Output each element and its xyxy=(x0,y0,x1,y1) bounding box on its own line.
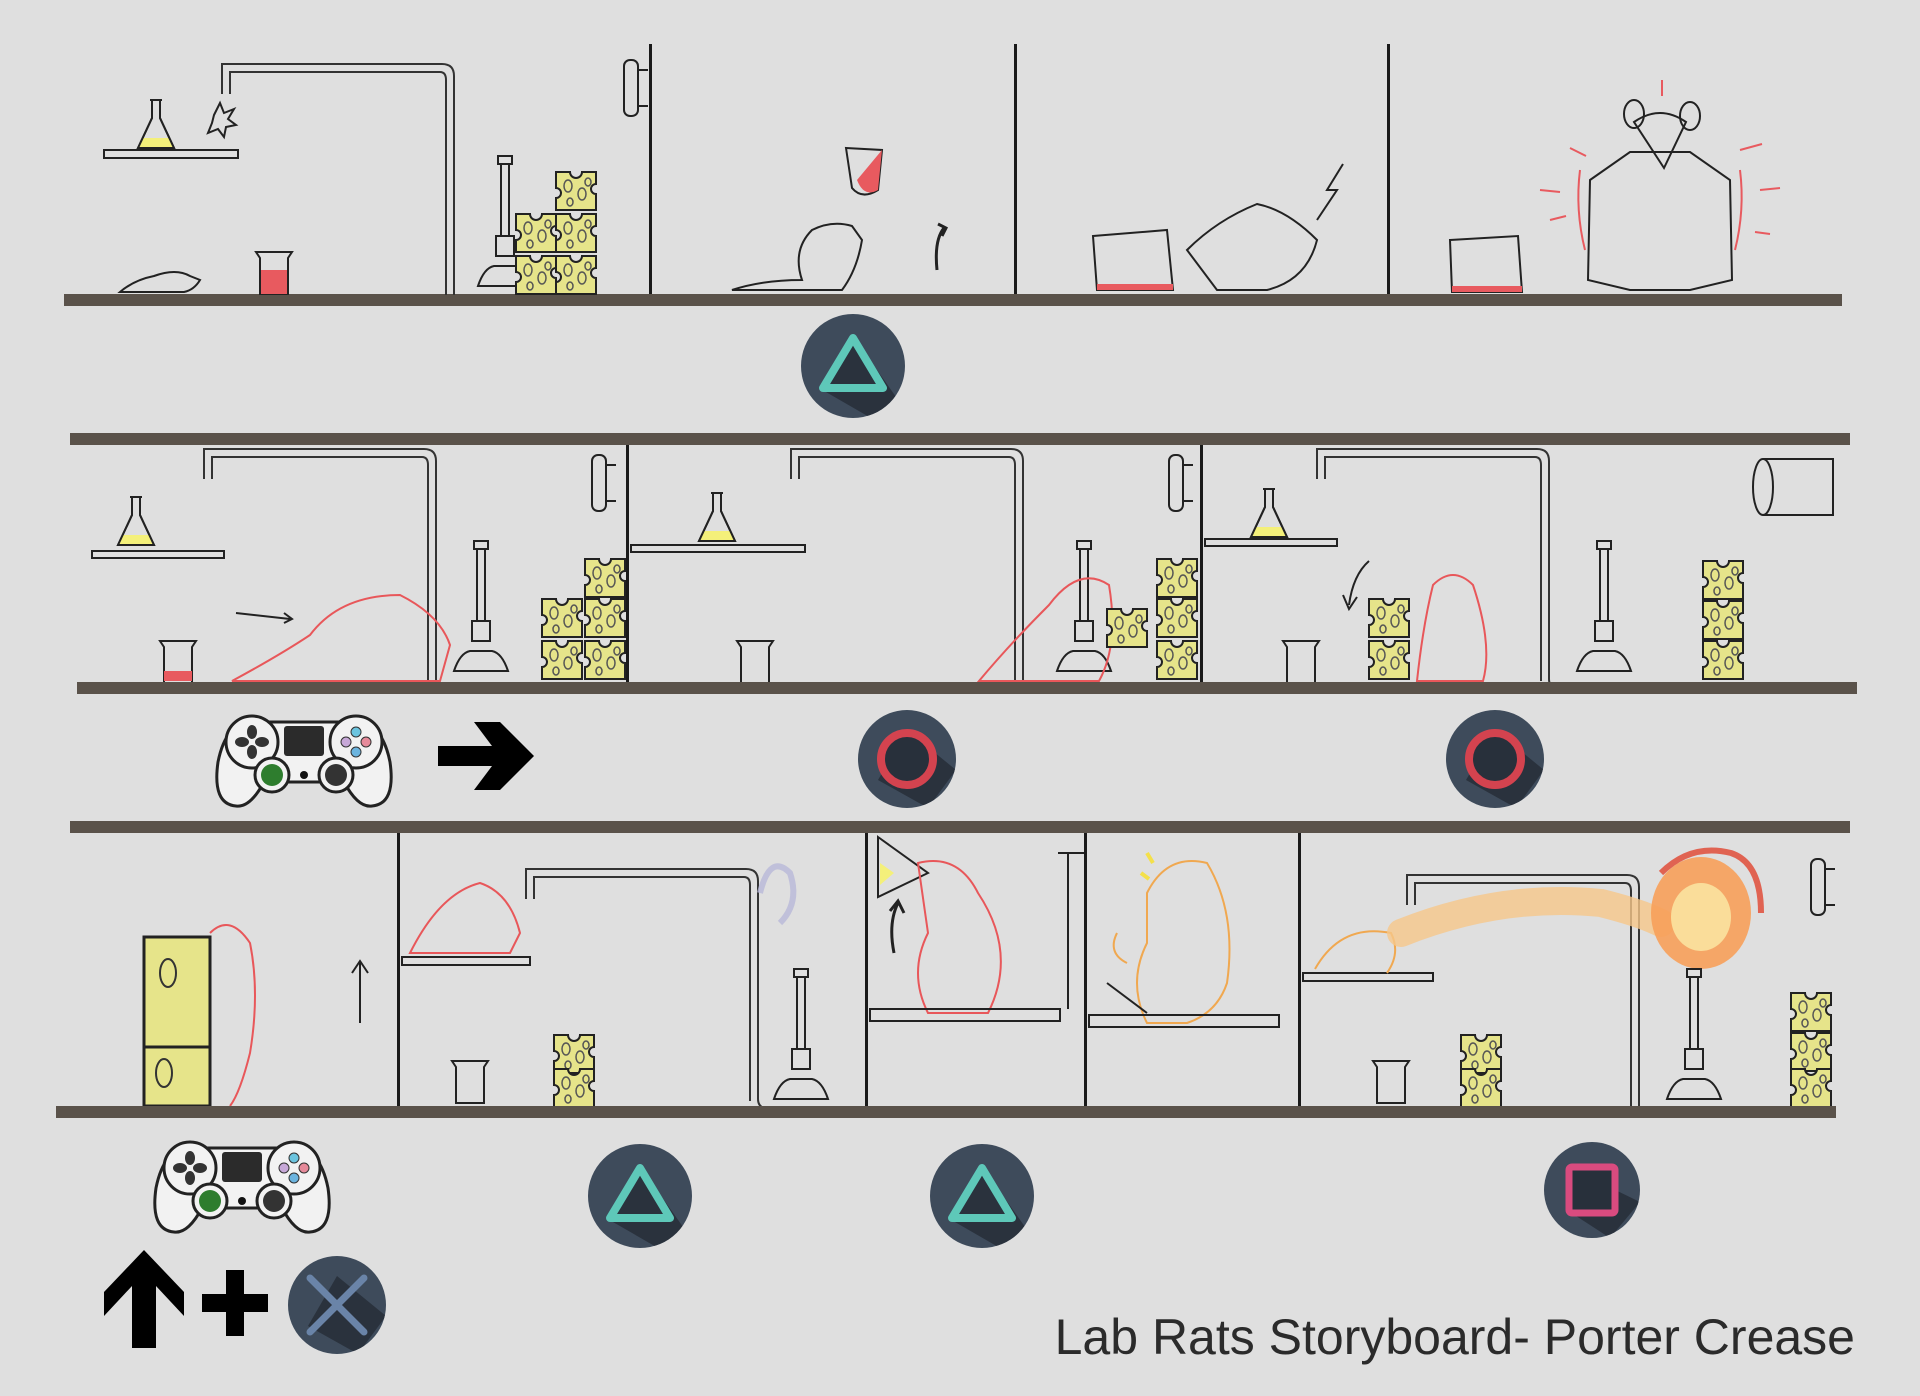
plus-icon xyxy=(202,1270,268,1336)
panel-2b-rat-lifts-cheese xyxy=(630,448,1198,682)
panel-2a-rat-walks xyxy=(91,448,626,682)
panel-divider xyxy=(649,44,652,294)
flask-icon xyxy=(137,99,175,149)
gamepad-icon xyxy=(215,714,393,808)
panel-1c-rat-reacts xyxy=(1091,163,1344,291)
panel-divider xyxy=(865,833,868,1106)
storyboard-title: Lab Rats Storyboard- Porter Crease xyxy=(1054,1309,1855,1365)
panel-divider xyxy=(1200,445,1203,682)
panel-1d-rat-transforms xyxy=(1448,80,1781,293)
panel-divider xyxy=(1084,833,1087,1106)
panel-1a-lab-scene xyxy=(103,59,649,295)
panel-3d-rat-transforms-orange xyxy=(1088,851,1280,1028)
circle-button-icon xyxy=(1446,710,1544,808)
panel-divider xyxy=(1298,833,1301,1106)
row-3-top-shelf xyxy=(70,821,1850,833)
panel-2c-rat-places-cheese xyxy=(1204,448,1834,682)
panel-divider xyxy=(397,833,400,1106)
panel-divider xyxy=(626,445,629,682)
panel-1b-rat-drinks xyxy=(731,146,949,291)
panel-divider xyxy=(1387,44,1390,294)
triangle-button-icon xyxy=(588,1144,692,1248)
rat-icon xyxy=(117,271,202,293)
panel-divider xyxy=(1014,44,1017,294)
square-button-icon xyxy=(1544,1142,1640,1238)
row-3-floor-shelf xyxy=(56,1106,1836,1118)
triangle-button-icon xyxy=(930,1144,1034,1248)
circle-button-icon xyxy=(858,710,956,808)
panel-3e-rat-breathes-fire xyxy=(1302,847,1836,1106)
arrow-up-icon xyxy=(104,1250,184,1348)
gamepad-icon xyxy=(153,1140,331,1234)
arrow-right-icon xyxy=(438,722,534,790)
wall-shelf xyxy=(103,149,239,159)
triangle-button-icon xyxy=(801,314,905,418)
cross-button-icon xyxy=(288,1256,386,1354)
row-2-floor-shelf xyxy=(77,682,1857,694)
panel-3a-rat-climbs xyxy=(142,924,369,1106)
row-1-floor-shelf xyxy=(64,294,1842,306)
row-2-top-shelf xyxy=(70,433,1850,445)
panel-3c-rat-drinks-flask xyxy=(869,835,1084,1022)
panel-3b-rat-turns-valve xyxy=(401,863,829,1106)
vent-icon xyxy=(623,59,649,117)
valve-icon xyxy=(206,100,239,140)
